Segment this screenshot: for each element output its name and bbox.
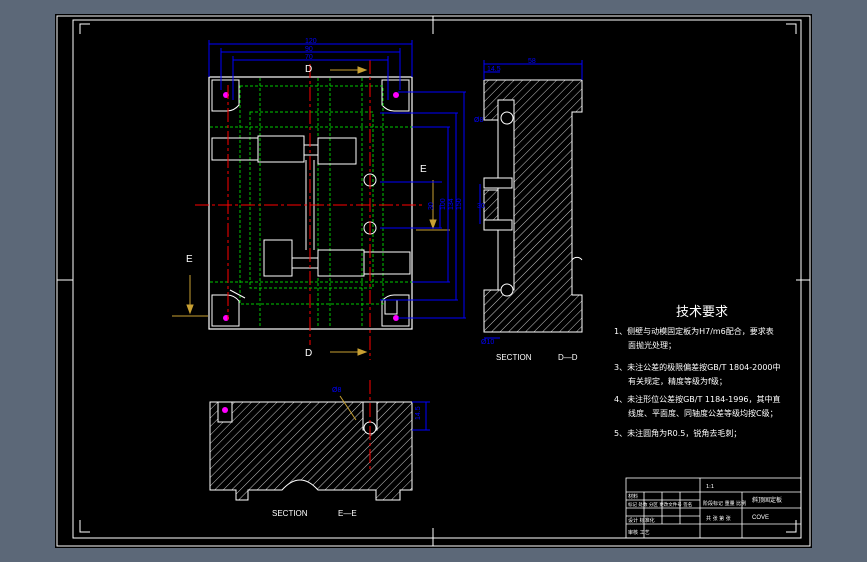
dd-dim-58: 58 [528,58,536,65]
section-ee-body [209,401,413,501]
title-block-part-code: COVE [752,515,769,521]
tech-req-line-5: 4、未注形位公差按GB/T 1184-1996，其中直 [614,394,781,404]
title-block-sheets: 共 张 第 张 [706,515,731,522]
centerlines [195,60,425,360]
section-dd-name: D—D [558,353,578,362]
section-dd-view: 58 14.5 Ø8 30 Ø10 SECTION D—D [474,58,583,362]
drawing-background [55,14,812,548]
technical-requirements: 技术要求 1、侧壁与动模固定板为H7/m6配合，要求表 面抛光处理； 3、未注公… [614,305,781,438]
dim-134: 134 [448,198,455,210]
plan-dimension-lines [208,40,466,319]
dim-90: 90 [305,46,313,53]
section-dd-pin [483,177,513,189]
dim-150: 150 [456,198,463,210]
title-block-scale: 1:1 [706,484,714,490]
dd-dim-30: 30 [477,203,485,210]
dim-120: 120 [305,38,317,45]
section-ee-name: E—E [338,509,357,518]
frame-corner-marks [79,23,797,533]
dim-30: 30 [428,202,435,210]
hidden-lines [210,78,412,328]
title-block-design: 设计 标准化 [628,517,655,524]
section-dd-slot [497,99,515,291]
tech-req-line-7: 5、未注圆角为R0.5，锐角去毛刺； [614,428,741,438]
ee-dim-8: Ø8 [332,387,341,394]
title-block-stage: 阶段标记 重量 比例 [703,500,746,507]
plan-view: D D E E 120 90 [172,38,466,360]
tech-req-line-1: 1、侧壁与动模固定板为H7/m6配合，要求表 [614,326,774,336]
tech-req-title: 技术要求 [676,305,728,320]
title-block: 1:1 材料 标记 处数 分区 更改文件号 签名 设计 标准化 审核 工艺 阶段… [625,477,802,539]
dim-100: 100 [440,198,447,210]
title-block-material: 材料 [628,493,638,500]
dd-dim-8: Ø8 [474,117,483,124]
section-dd-dims [479,60,583,339]
plan-section-label-bottom: D [305,348,312,359]
dd-dim-10: Ø10 [481,339,494,346]
ee-dim-14-5: 14.5 [415,406,422,420]
tech-req-line-6: 线度、平面度、同轴度公差等级均按C级； [628,408,778,418]
section-dd-word: SECTION [496,353,532,362]
section-ee-word: SECTION [272,509,308,518]
title-block-part-name: 斜顶固定板 [752,496,782,504]
tech-req-line-4: 有关规定，精度等级为f级； [628,376,727,386]
drawing-frame [72,19,802,539]
section-arrows [172,66,450,356]
plan-section-label-top: D [305,64,312,75]
section-ee-view: Ø8 14.5 SECTION E—E [209,380,430,518]
title-block-revision-header: 标记 处数 分区 更改文件号 签名 [628,501,692,508]
plan-section-label-left: E [186,254,193,265]
title-block-review: 审核 工艺 [628,529,650,536]
corner-pockets [211,79,410,327]
plan-section-label-right: E [420,164,427,175]
dd-dim-14-5: 14.5 [487,66,501,73]
tech-req-line-2: 面抛光处理； [628,340,676,350]
tech-req-line-3: 3、未注公差的极限偏差按GB/T 1804-2000中 [614,362,781,372]
dim-70: 70 [305,54,313,61]
